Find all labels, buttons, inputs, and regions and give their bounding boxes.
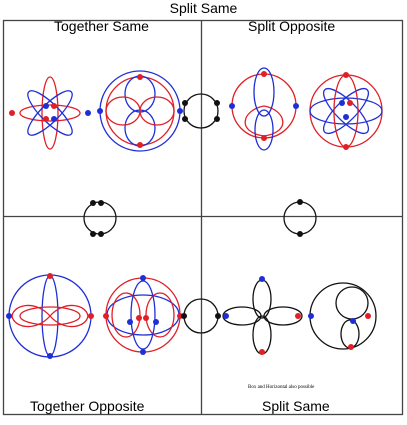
black-ring-left-middle: [83, 201, 117, 235]
blue-dot: [127, 319, 133, 325]
rosette-together-opposite-1: [8, 274, 92, 358]
blue-dot: [6, 313, 12, 319]
outer-frame: [2, 19, 404, 416]
red-dot: [88, 313, 94, 319]
blue-dot: [43, 103, 49, 109]
red-dot: [137, 74, 143, 80]
blue-dot: [229, 103, 235, 109]
rosette-together-same-1: [19, 76, 81, 150]
blue-dot: [140, 349, 146, 355]
rosette-split-opposite-2: [309, 74, 383, 148]
red-dot: [343, 144, 349, 150]
black-dot: [98, 200, 104, 206]
red-dot: [137, 142, 143, 148]
blue-dot: [343, 114, 349, 120]
red-dot: [51, 103, 57, 109]
black-dot: [215, 313, 221, 319]
black-dot: [181, 313, 187, 319]
blue-dot: [51, 116, 57, 122]
red-dot: [136, 315, 142, 321]
black-dot: [214, 100, 220, 106]
black-dot: [90, 231, 96, 237]
quadrant-label-together-opposite: Together Opposite: [30, 398, 145, 414]
blue-dot: [140, 275, 146, 281]
blue-dot: [97, 108, 103, 114]
black-dot: [214, 116, 220, 122]
figure-title: Split Same: [169, 0, 238, 16]
red-dot: [259, 349, 265, 355]
quadrant-label-together-same: Together Same: [54, 18, 149, 34]
quadrant-label-split-same: Split Same: [262, 398, 330, 414]
black-dot: [297, 231, 303, 237]
blue-dot: [47, 353, 53, 359]
red-dot: [347, 100, 353, 106]
black-dot: [182, 116, 188, 122]
blue-dot: [293, 103, 299, 109]
cross-loops-split-same: [222, 279, 303, 355]
red-dot: [295, 313, 301, 319]
black-ring-top-center: [183, 93, 219, 129]
red-dot: [143, 315, 149, 321]
red-dot: [343, 72, 349, 78]
blue-dot: [85, 110, 91, 116]
blue-dot: [350, 318, 356, 324]
black-dot: [90, 200, 96, 206]
red-dot: [9, 110, 15, 116]
rosette-together-same-2: [99, 70, 181, 152]
red-dot: [43, 116, 49, 122]
blue-dot: [153, 319, 159, 325]
rosette-together-opposite-2: [105, 277, 181, 353]
black-dot: [98, 231, 104, 237]
blue-dot: [223, 313, 229, 319]
red-dot: [47, 273, 53, 279]
red-dot: [261, 71, 267, 77]
red-dot: [365, 313, 371, 319]
black-dot: [297, 199, 303, 205]
red-dot: [103, 313, 109, 319]
orientation-note: Box and Horizontal also possible: [248, 385, 315, 390]
blue-dot: [259, 276, 265, 282]
blue-dot: [308, 313, 314, 319]
blue-dot: [177, 108, 183, 114]
red-dot: [261, 135, 267, 141]
red-dot: [348, 344, 354, 350]
black-dot: [182, 100, 188, 106]
quadrant-label-split-opposite: Split Opposite: [248, 18, 336, 34]
black-ring-right-middle: [283, 201, 317, 235]
blue-dot: [339, 100, 345, 106]
